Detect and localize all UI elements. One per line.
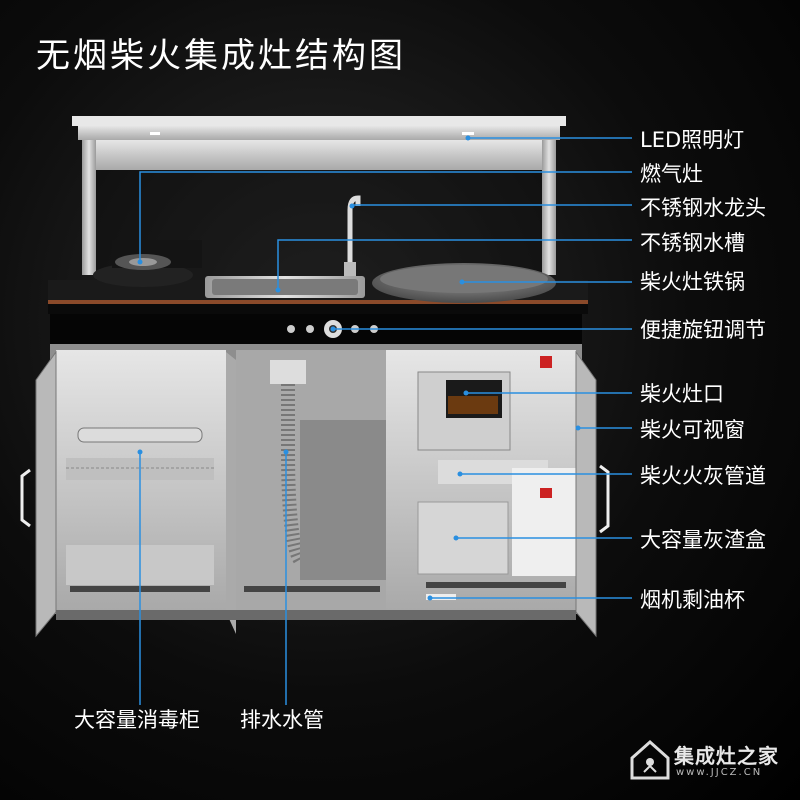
label-ash-box: 大容量灰渣盒: [640, 528, 766, 552]
gas-burner: [93, 240, 202, 287]
logo-url: www.JJCZ.CN: [676, 767, 763, 778]
label-drain-pipe: 排水水管: [240, 708, 324, 732]
callout-dots: [137, 135, 581, 601]
label-knob: 便捷旋钮调节: [640, 318, 766, 342]
label-ash-pipe: 柴火火灰管道: [640, 464, 766, 488]
led-light-right: [462, 132, 474, 135]
back-panel: [96, 140, 542, 170]
label-disinfection-cabinet: 大容量消毒柜: [74, 708, 200, 732]
label-wok: 柴火灶铁锅: [640, 270, 745, 294]
label-gas-stove: 燃气灶: [640, 162, 703, 186]
faucet: [347, 195, 361, 270]
left-post: [82, 140, 96, 275]
callout-lines: [139, 137, 632, 705]
label-sink: 不锈钢水槽: [640, 231, 745, 255]
logo-house-icon: [630, 739, 670, 780]
label-oil-cup: 烟机剩油杯: [640, 588, 745, 612]
right-post: [542, 140, 556, 275]
sink: [205, 276, 365, 298]
label-led-light: LED照明灯: [640, 128, 745, 152]
label-view-window: 柴火可视窗: [640, 418, 745, 442]
disinfection-cabinet: [20, 350, 236, 638]
label-faucet: 不锈钢水龙头: [640, 196, 766, 220]
logo: 集成灶之家 www.JJCZ.CN: [618, 740, 779, 778]
led-light-left: [150, 132, 160, 135]
page-title: 无烟柴火集成灶结构图: [36, 36, 406, 76]
hood-bar: [72, 116, 566, 140]
logo-text: 集成灶之家: [674, 744, 779, 768]
label-fire-mouth: 柴火灶口: [640, 382, 724, 406]
sink-cabinet: [236, 350, 386, 610]
